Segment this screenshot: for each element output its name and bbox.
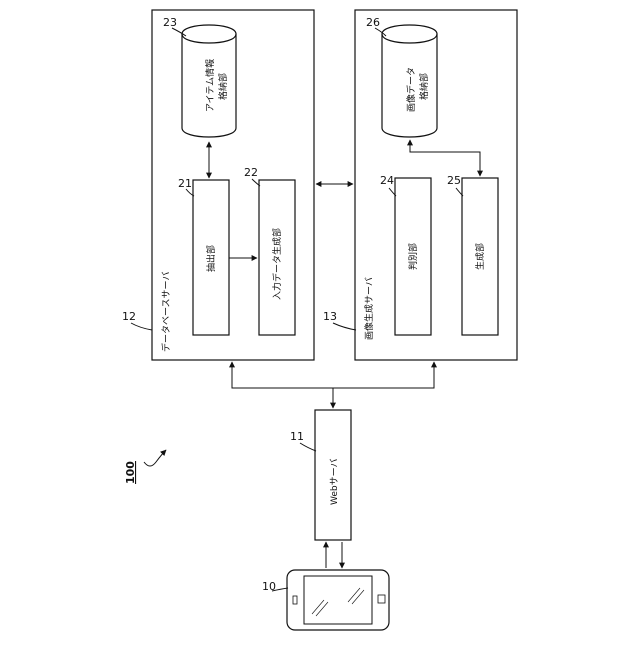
image-store-ref: 26 (366, 16, 380, 29)
discriminator-label: 判別部 (407, 243, 419, 270)
item-store-ref: 23 (163, 16, 177, 29)
web-server-ref: 11 (290, 430, 304, 443)
server-bus (232, 362, 434, 388)
image-server-leader (333, 323, 356, 330)
web-server-leader (300, 443, 316, 451)
item-store-cylinder: アイテム情報 格納部 (182, 25, 236, 137)
item-store-label-line1: アイテム情報 (204, 59, 216, 112)
discriminator-ref: 24 (380, 174, 394, 187)
image-server-label: 画像生成サーバ (363, 277, 375, 340)
image-server-ref: 13 (323, 310, 337, 323)
database-server-leader (131, 323, 152, 330)
store-generator-arrow (410, 140, 480, 176)
generator-label: 生成部 (474, 243, 486, 270)
extractor-ref: 21 (178, 177, 192, 190)
generator-ref: 25 (447, 174, 461, 187)
item-store-label-line2: 格納部 (217, 73, 229, 100)
image-store-label-line1: 画像データ (405, 67, 417, 112)
web-server-label: Webサーバ (329, 458, 340, 505)
image-store-cylinder: 画像データ 格納部 (382, 25, 437, 137)
image-store-label-line2: 格納部 (418, 73, 430, 100)
system-ref: 100 (124, 461, 137, 484)
input-generator-ref: 22 (244, 166, 258, 179)
database-server-label: データベースサーバ (160, 272, 172, 352)
terminal-device (287, 570, 389, 630)
input-generator-label: 入力データ生成部 (271, 228, 283, 300)
system-ref-arrow (144, 450, 166, 466)
extractor-label: 抽出部 (205, 245, 217, 272)
database-server-ref: 12 (122, 310, 136, 323)
